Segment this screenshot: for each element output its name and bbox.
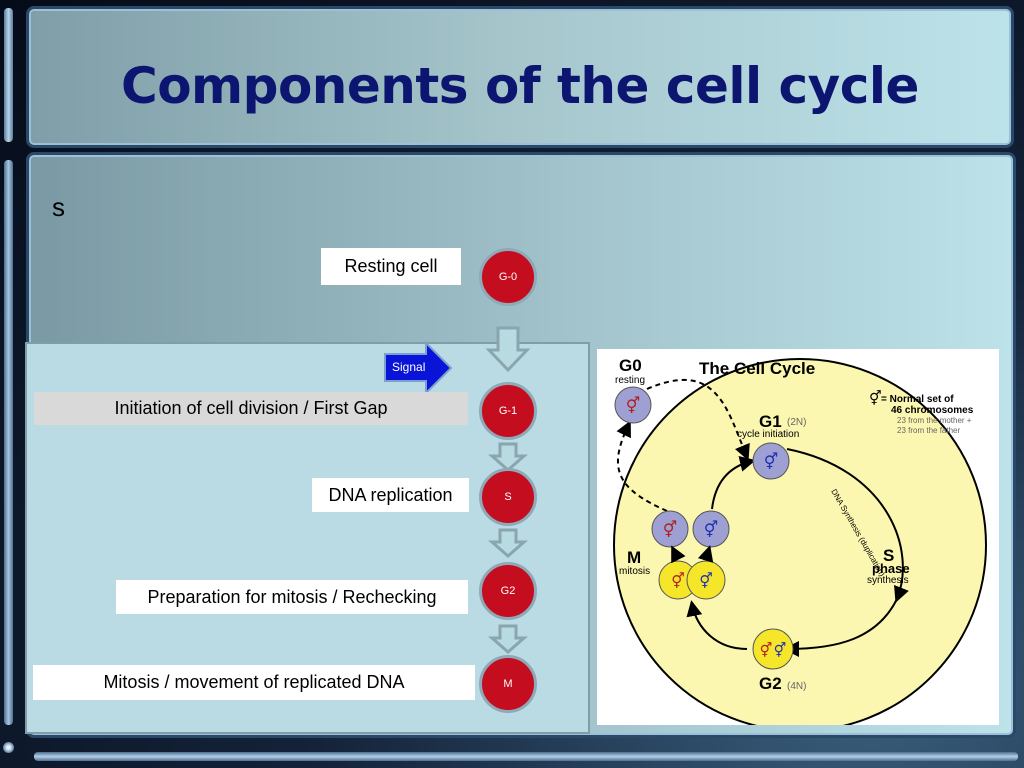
cell-g2-symbol-a: ⚥ bbox=[760, 642, 773, 658]
figure-g0-label: G0 bbox=[619, 356, 642, 375]
node-g0: G-0 bbox=[479, 248, 537, 306]
label-preparation: Preparation for mitosis / Rechecking bbox=[116, 580, 468, 614]
legend-line4: 23 from the father bbox=[897, 426, 960, 435]
node-m-label: M bbox=[503, 678, 513, 690]
title-panel: Components of the cell cycle bbox=[26, 6, 1014, 148]
decorative-rail-top bbox=[4, 8, 13, 142]
cell-g0-symbol: ⚥ bbox=[626, 396, 640, 415]
legend-line3: 23 from the mother + bbox=[897, 416, 972, 425]
figure-g0-sub: resting bbox=[615, 375, 645, 386]
arc-g2-to-m bbox=[686, 600, 748, 650]
arrow-m-to-g1 bbox=[711, 456, 756, 510]
legend-line1: = Normal set of bbox=[881, 394, 954, 405]
node-g1-label: G-1 bbox=[498, 405, 518, 417]
arc-g1-to-s bbox=[786, 448, 909, 603]
arrow-m-up-left bbox=[671, 545, 686, 564]
cell-m-left-symbol: ⚥ bbox=[663, 520, 677, 539]
arrow-g2-m bbox=[488, 624, 528, 654]
figure-m-label: M bbox=[627, 548, 641, 567]
cell-g2 bbox=[752, 628, 794, 670]
cell-g1 bbox=[752, 442, 790, 480]
node-g1: G-1 bbox=[479, 382, 537, 440]
figure-m-sub: mitosis bbox=[619, 566, 650, 577]
cell-g2-symbol-b: ⚥ bbox=[774, 642, 787, 658]
figure-g2-label: G2 bbox=[759, 674, 782, 693]
figure-g2-ploidy: (4N) bbox=[787, 681, 806, 692]
slide-title: Components of the cell cycle bbox=[121, 57, 919, 115]
cell-g1-symbol: ⚥ bbox=[764, 452, 778, 471]
arrow-m-up-right bbox=[697, 545, 714, 563]
cell-m-left bbox=[651, 510, 689, 548]
decorative-rail-bottom bbox=[34, 752, 1018, 761]
label-initiation: Initiation of cell division / First Gap bbox=[34, 392, 468, 425]
figure-g1-label: G1 bbox=[759, 412, 782, 431]
figure-title: The Cell Cycle bbox=[699, 359, 815, 378]
label-mitosis: Mitosis / movement of replicated DNA bbox=[33, 665, 475, 700]
label-resting-cell: Resting cell bbox=[321, 248, 461, 285]
arrow-g0-g1 bbox=[485, 326, 531, 373]
signal-label: Signal bbox=[392, 360, 426, 374]
arc-s-to-g2 bbox=[783, 598, 898, 657]
figure-s-label: S bbox=[883, 546, 894, 565]
dashed-g0-to-g1 bbox=[646, 378, 750, 461]
decorative-rail-left bbox=[4, 160, 13, 725]
signal-arrow-shape bbox=[384, 340, 453, 396]
dashed-m-to-g0 bbox=[616, 420, 668, 512]
node-s-label: S bbox=[504, 491, 512, 503]
node-g0-label: G-0 bbox=[498, 271, 518, 283]
arrow-s-g2 bbox=[488, 528, 528, 558]
figure-s-sub1: phase bbox=[872, 561, 910, 576]
cell-g0 bbox=[614, 386, 652, 424]
node-s: S bbox=[479, 468, 537, 526]
node-g2: G2 bbox=[479, 562, 537, 620]
node-g2-label: G2 bbox=[500, 585, 516, 597]
label-dna-replication: DNA replication bbox=[312, 478, 469, 512]
bullet-text: s bbox=[52, 192, 65, 222]
cell-m-right-symbol: ⚥ bbox=[704, 520, 718, 539]
arrow-g1-s bbox=[488, 442, 528, 472]
decorative-dot bbox=[3, 742, 14, 753]
legend-line2: 46 chromosomes bbox=[891, 405, 974, 416]
figure-g1-sub: cycle initiation bbox=[737, 429, 799, 440]
cell-cycle-figure: ⚥ ⚥ ⚥ ⚥ ⚥ ⚥ ⚥ ⚥ The Cell Cycle G0 restin… bbox=[597, 349, 999, 732]
figure-s-sub2: synthesis bbox=[867, 575, 909, 586]
figure-g1-ploidy: (2N) bbox=[787, 417, 806, 428]
cell-mitosis-b-symbol: ⚥ bbox=[699, 572, 713, 590]
cell-mitosis-a-symbol: ⚥ bbox=[671, 572, 685, 590]
node-m: M bbox=[479, 655, 537, 713]
legend-symbol: ⚥ bbox=[869, 390, 882, 406]
